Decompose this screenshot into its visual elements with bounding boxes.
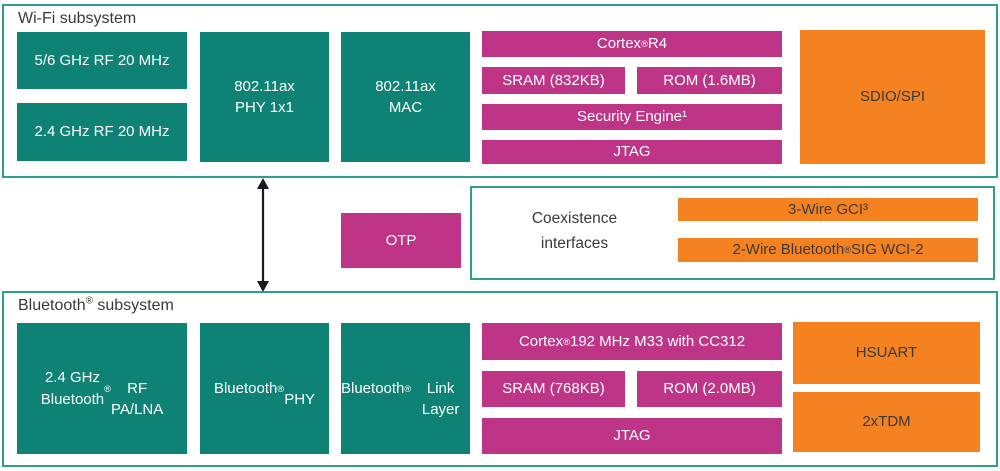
otp-block: OTP <box>341 213 461 268</box>
wifi-rf-2-4ghz-block: 2.4 GHz RF 20 MHz <box>17 103 187 161</box>
wci2-2wire-block: 2-Wire Bluetooth® SIG WCI-2 <box>678 238 978 262</box>
wifi-subsystem-title: Wi-Fi subsystem <box>18 10 137 27</box>
wifi-sdio-spi-block: SDIO/SPI <box>800 30 985 164</box>
bluetooth-subsystem-title: Bluetooth® subsystem <box>18 295 174 314</box>
wifi-sram-block: SRAM (832KB) <box>482 67 625 94</box>
bt-tdm-block: 2xTDM <box>793 392 980 452</box>
wifi-cortex-r4-block: Cortex® R4 <box>482 31 782 57</box>
bt-link-layer-block: Bluetooth®Link Layer <box>341 323 470 454</box>
wifi-rom-block: ROM (1.6MB) <box>637 67 782 94</box>
wifi-rf-5-6ghz-block: 5/6 GHz RF 20 MHz <box>17 32 187 89</box>
bt-sram-block: SRAM (768KB) <box>482 371 625 407</box>
wifi-jtag-block: JTAG <box>482 140 782 164</box>
bt-jtag-block: JTAG <box>482 418 782 454</box>
bt-rom-block: ROM (2.0MB) <box>637 371 782 407</box>
bt-phy-block: Bluetooth®PHY <box>200 323 329 454</box>
bt-cortex-m33-block: Cortex® 192 MHz M33 with CC312 <box>482 323 782 360</box>
subsystem-link-arrow-icon <box>257 178 269 292</box>
gci-3wire-block: 3-Wire GCI³ <box>678 198 978 221</box>
bt-hsuart-block: HSUART <box>793 322 980 384</box>
wifi-security-engine-block: Security Engine¹ <box>482 104 782 130</box>
